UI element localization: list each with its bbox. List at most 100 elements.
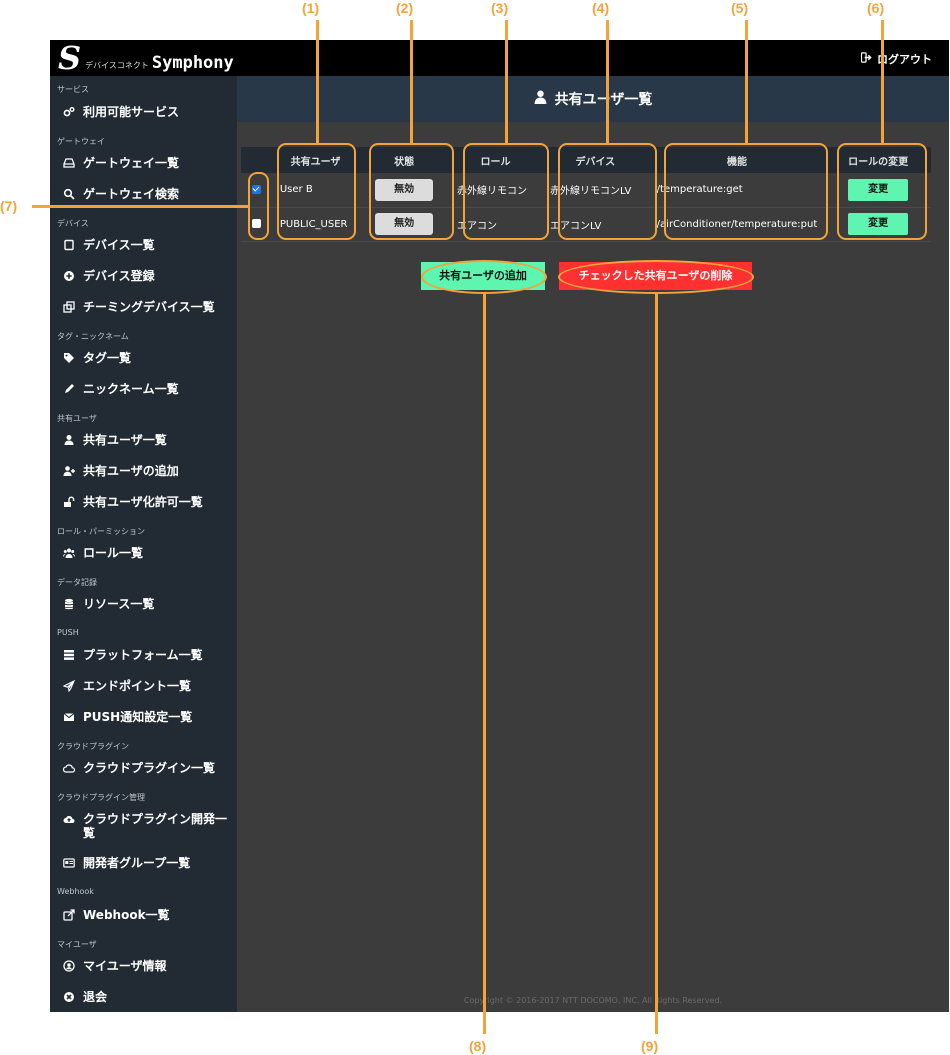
users-icon xyxy=(63,547,75,559)
copyright-footer: Copyright © 2016-2017 NTT DOCOMO, INC. A… xyxy=(463,996,723,1005)
app-window: S デバイスコネクト Symphony ログアウト サービス 利用可能サービス … xyxy=(50,40,949,1012)
sidebar-item-label: クラウドプラグイン開発一覧 xyxy=(83,812,228,840)
user-plus-icon xyxy=(63,465,75,477)
logo[interactable]: S デバイスコネクト Symphony xyxy=(58,40,234,76)
header-function: 機能 xyxy=(648,147,826,173)
envelope-icon xyxy=(63,711,75,723)
square-icon xyxy=(63,239,75,251)
shared-user-cell: User B xyxy=(271,173,360,208)
delete-checked-shared-user-button[interactable]: チェックした共有ユーザの削除 xyxy=(559,262,752,290)
sidebar-item-shared-user-permission-list[interactable]: 共有ユーザ化許可一覧 xyxy=(63,495,233,509)
sidebar-item-label: クラウドプラグイン一覧 xyxy=(83,761,216,775)
sidebar-item-cloud-plugin-dev-list[interactable]: クラウドプラグイン開発一覧 xyxy=(63,812,228,840)
sidebar-section-webhook: Webhook xyxy=(57,887,94,896)
sidebar-section-service: サービス xyxy=(57,85,89,94)
gears-icon xyxy=(63,106,75,118)
checkbox-cell xyxy=(241,173,272,208)
clone-icon xyxy=(63,301,75,313)
sidebar-item-label: リソース一覧 xyxy=(83,597,155,611)
sidebar-item-available-services[interactable]: 利用可能サービス xyxy=(63,105,233,119)
annotation-number-1: (1) xyxy=(302,0,320,16)
hdd-icon xyxy=(63,157,75,169)
sidebar-item-gateway-search[interactable]: ゲートウェイ検索 xyxy=(63,187,233,201)
sidebar-item-webhook-list[interactable]: Webhook一覧 xyxy=(63,908,233,922)
sidebar-item-label: 共有ユーザ化許可一覧 xyxy=(83,495,203,509)
checkbox-cell xyxy=(241,207,272,242)
sidebar-item-developer-group-list[interactable]: 開発者グループ一覧 xyxy=(63,856,233,870)
pencil-icon xyxy=(63,383,75,395)
page-header: 共有ユーザ一覧 xyxy=(237,76,949,122)
sidebar-item-platform-list[interactable]: プラットフォーム一覧 xyxy=(63,648,233,662)
sidebar-item-label: エンドポイント一覧 xyxy=(83,679,192,693)
sidebar-item-label: プラットフォーム一覧 xyxy=(83,648,203,662)
sidebar-section-shared-user: 共有ユーザ xyxy=(57,414,97,423)
sidebar-item-gateway-list[interactable]: ゲートウェイ一覧 xyxy=(63,156,233,170)
sidebar-item-label: デバイス登録 xyxy=(83,269,155,283)
sidebar-section-tag-nickname: タグ・ニックネーム xyxy=(57,332,129,341)
sidebar-item-push-notification-settings[interactable]: PUSH通知設定一覧 xyxy=(63,710,233,724)
sidebar-item-label: ゲートウェイ一覧 xyxy=(83,156,180,170)
sidebar-item-my-user-info[interactable]: マイユーザ情報 xyxy=(63,959,233,973)
sidebar-item-withdraw[interactable]: 退会 xyxy=(63,990,233,1004)
sidebar: サービス 利用可能サービス ゲートウェイ ゲートウェイ一覧 ゲートウェイ検索 デ… xyxy=(50,76,237,1012)
annotation-number-3: (3) xyxy=(491,0,509,16)
sidebar-item-shared-user-add[interactable]: 共有ユーザの追加 xyxy=(63,464,233,478)
annotation-number-2: (2) xyxy=(396,0,414,16)
device-cell: エアコンLV xyxy=(542,207,649,242)
annotation-number-7: (7) xyxy=(0,198,18,214)
row-checkbox[interactable] xyxy=(251,184,261,194)
sidebar-item-device-list[interactable]: デバイス一覧 xyxy=(63,238,233,252)
sidebar-item-shared-user-list[interactable]: 共有ユーザ一覧 xyxy=(63,433,233,447)
role-cell: 赤外線リモコン xyxy=(449,173,543,208)
user-circle-icon xyxy=(63,960,75,972)
sidebar-item-teaming-device-list[interactable]: チーミングデバイス一覧 xyxy=(63,300,233,314)
table-row: PUBLIC_USER 無効 エアコン エアコンLV /airCondition… xyxy=(241,207,931,242)
paper-plane-icon xyxy=(63,680,75,692)
role-change-cell: 変更 xyxy=(825,207,931,242)
sidebar-item-label: ニックネーム一覧 xyxy=(83,382,179,396)
shared-user-cell: PUBLIC_USER xyxy=(271,207,360,242)
sidebar-item-nickname-list[interactable]: ニックネーム一覧 xyxy=(63,382,233,396)
device-cell: 赤外線リモコンLV xyxy=(542,173,649,208)
plus-circle-icon xyxy=(63,270,75,282)
role-change-button[interactable]: 変更 xyxy=(848,213,909,235)
logo-subtitle: デバイスコネクト xyxy=(85,60,149,70)
id-card-icon xyxy=(63,857,75,869)
unlock-icon xyxy=(63,496,75,508)
sidebar-item-endpoint-list[interactable]: エンドポイント一覧 xyxy=(63,679,233,693)
sidebar-item-label: 利用可能サービス xyxy=(83,105,180,119)
sidebar-section-push: PUSH xyxy=(57,628,79,637)
annotation-number-8: (8) xyxy=(469,1038,487,1054)
header-role-change: ロールの変更 xyxy=(825,147,931,173)
sidebar-item-tag-list[interactable]: タグ一覧 xyxy=(63,351,233,365)
role-change-cell: 変更 xyxy=(825,173,931,208)
annotation-number-4: (4) xyxy=(592,0,610,16)
sidebar-item-label: デバイス一覧 xyxy=(83,238,155,252)
sidebar-section-data-record: データ記録 xyxy=(57,578,97,587)
add-shared-user-button[interactable]: 共有ユーザの追加 xyxy=(421,262,545,290)
annotation-number-9: (9) xyxy=(641,1038,659,1054)
status-toggle-button[interactable]: 無効 xyxy=(375,178,434,201)
logout-button[interactable]: ログアウト xyxy=(860,51,932,67)
sidebar-item-role-list[interactable]: ロール一覧 xyxy=(63,546,233,560)
status-cell: 無効 xyxy=(359,207,450,242)
user-icon xyxy=(63,434,75,446)
sidebar-section-role-permission: ロール・パーミッション xyxy=(57,527,145,536)
sidebar-item-label: ロール一覧 xyxy=(83,546,144,560)
function-cell: /temperature:get xyxy=(648,173,826,208)
sidebar-item-resource-list[interactable]: リソース一覧 xyxy=(63,597,233,611)
cloud-icon xyxy=(63,762,75,774)
sidebar-item-cloud-plugin-list[interactable]: クラウドプラグイン一覧 xyxy=(63,761,233,775)
table-row: User B 無効 赤外線リモコン 赤外線リモコンLV /temperature… xyxy=(241,173,931,208)
logout-label: ログアウト xyxy=(877,53,932,66)
sidebar-item-device-register[interactable]: デバイス登録 xyxy=(63,269,233,283)
sign-out-icon xyxy=(860,52,872,66)
sidebar-item-label: チーミングデバイス一覧 xyxy=(83,300,215,314)
status-toggle-button[interactable]: 無効 xyxy=(375,213,434,235)
role-change-button[interactable]: 変更 xyxy=(848,178,909,201)
sidebar-item-label: 開発者グループ一覧 xyxy=(83,856,191,870)
external-link-icon xyxy=(63,909,75,921)
shared-user-table: 共有ユーザ 状態 ロール デバイス 機能 ロールの変更 User B 無効 赤外… xyxy=(241,147,931,242)
annotation-number-6: (6) xyxy=(867,0,885,16)
row-checkbox[interactable] xyxy=(251,219,261,228)
